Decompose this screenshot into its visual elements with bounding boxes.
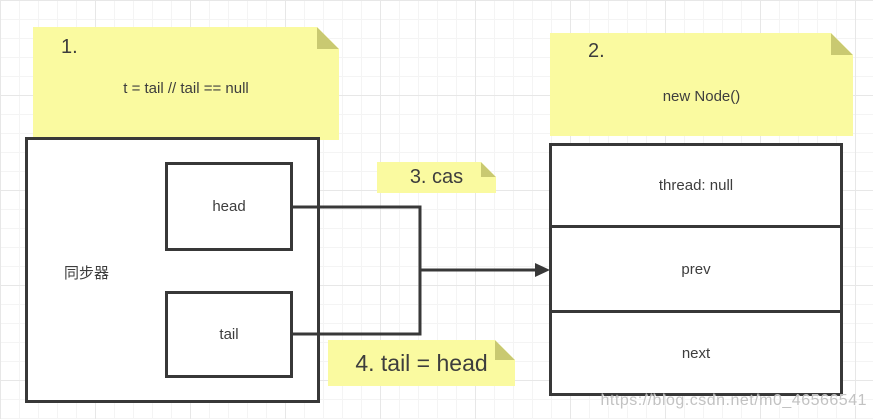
sticky-note-step-2: 2. new Node() [550, 33, 853, 136]
node-field-prev: prev [549, 225, 843, 313]
note-1-number: 1. [61, 36, 78, 58]
tail-pointer-box: tail [165, 291, 293, 378]
head-pointer-box: head [165, 162, 293, 251]
note-2-number: 2. [588, 40, 605, 62]
note-1-text: t = tail // tail == null [123, 80, 249, 97]
synchronizer-label: 同步器 [64, 265, 110, 282]
tail-label: tail [219, 326, 239, 343]
sticky-note-step-1: 1. t = tail // tail == null [33, 27, 339, 140]
head-label: head [212, 198, 246, 215]
node-field-next: next [549, 310, 843, 396]
sticky-note-step-3: 3. cas [377, 162, 496, 193]
folded-corner-icon [495, 340, 515, 360]
folded-corner-icon [317, 27, 339, 49]
node-field-thread: thread: null [549, 143, 843, 228]
folded-corner-icon [481, 162, 496, 177]
watermark-url: https://blog.csdn.net/m0_46566541 [600, 392, 867, 409]
folded-corner-icon [831, 33, 853, 55]
note-4-text: 4. tail = head [355, 349, 488, 376]
arrowhead-icon [535, 263, 550, 277]
note-2-text: new Node() [662, 88, 741, 105]
note-3-text: 3. cas [409, 166, 464, 188]
node-struct: thread: null prev next [549, 143, 843, 396]
sticky-note-step-4: 4. tail = head [328, 340, 515, 386]
